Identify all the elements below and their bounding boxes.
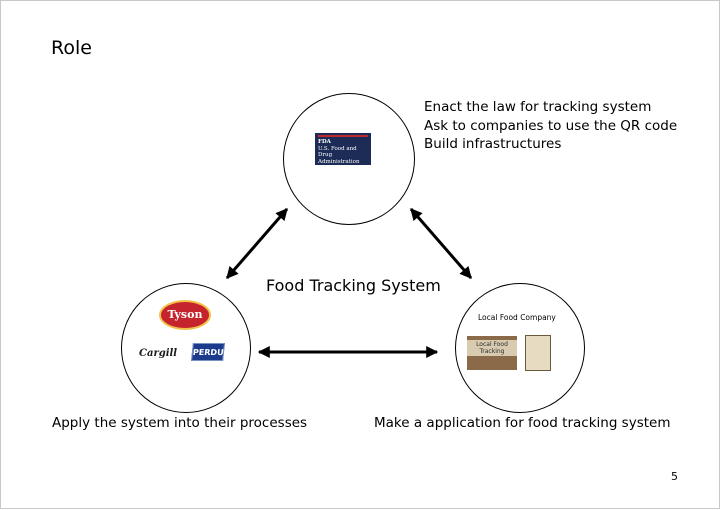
local-company-name: Local Food Company — [478, 313, 556, 322]
fda-logo-text: U.S. Food and Drug Administration — [318, 145, 360, 165]
companies-caption: Apply the system into their processes — [52, 415, 308, 431]
fda-logo-mark: FDA — [318, 139, 331, 145]
fda-role-item: Ask to companies to use the QR code — [424, 117, 678, 134]
center-label: Food Tracking System — [266, 276, 441, 295]
fda-roles-list: Enact the law for tracking system Ask to… — [424, 98, 677, 154]
fda-role-item: Build infrastructures — [424, 136, 562, 152]
local-company-caption: Make a application for food tracking sys… — [374, 415, 671, 431]
cargill-logo: Cargill — [139, 344, 177, 364]
local-food-sign-text: Local Food Tracking — [467, 340, 517, 356]
arrow-fda-to-companies — [225, 208, 289, 279]
perdue-logo: PERDUE — [191, 343, 230, 361]
page-number: 5 — [671, 470, 678, 483]
slide-title: Role — [51, 37, 92, 59]
fda-role-item: Enact the law for tracking system — [424, 99, 652, 115]
poster-image — [525, 335, 551, 371]
local-food-sign-image: Local Food Tracking — [467, 336, 517, 370]
tyson-logo: Tyson — [159, 300, 211, 330]
fda-logo: FDA U.S. Food and Drug Administration — [315, 133, 371, 165]
arrow-fda-to-local — [409, 208, 473, 279]
fda-logo-stripe — [318, 135, 368, 137]
